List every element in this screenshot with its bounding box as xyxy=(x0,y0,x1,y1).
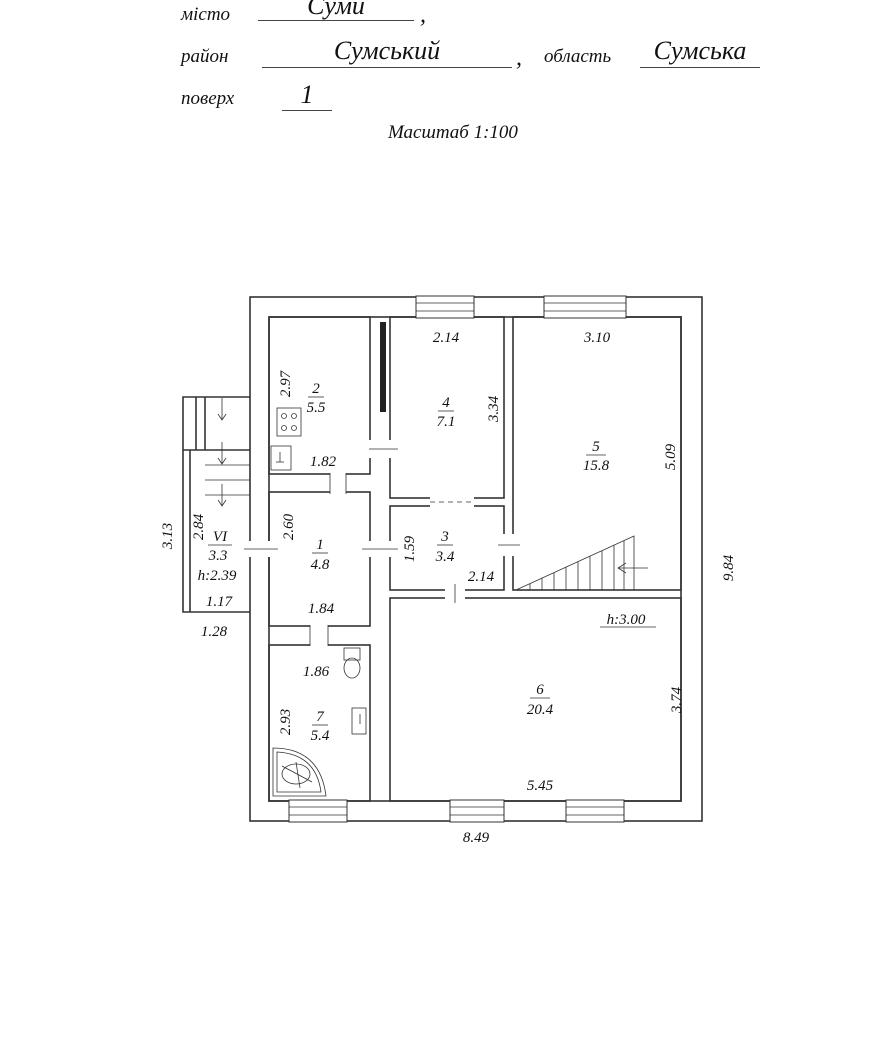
room-4-area: 7.1 xyxy=(437,414,456,430)
city-label: місто xyxy=(181,4,231,25)
floor-label: поверх xyxy=(181,88,235,109)
floor-underline xyxy=(282,110,332,111)
dim-r2-height: 2.97 xyxy=(278,369,294,397)
room-3-area: 3.4 xyxy=(435,549,455,565)
staircase xyxy=(515,535,635,591)
dim-r6-height: 3.74 xyxy=(669,686,685,714)
dim-r2-width: 1.82 xyxy=(310,454,337,470)
window-bottom-3 xyxy=(565,799,625,823)
room-1-area: 4.8 xyxy=(311,557,330,573)
window-top-1 xyxy=(415,295,475,319)
district-underline xyxy=(262,67,512,68)
district-value: Сумський xyxy=(333,36,441,65)
city-comma: , xyxy=(420,2,426,28)
scale-label: Масштаб 1:100 xyxy=(388,122,518,143)
region-underline xyxy=(640,67,760,68)
dim-r3-width: 2.14 xyxy=(468,569,495,585)
room-2-walls xyxy=(268,316,371,475)
room-6-area: 20.4 xyxy=(527,702,554,718)
room-1-number: 1 xyxy=(316,537,324,553)
floor-value: 1 xyxy=(300,80,314,109)
main-height: h:3.00 xyxy=(607,612,646,628)
window-bottom-2 xyxy=(449,799,505,823)
kitchen-sink xyxy=(270,445,292,471)
room-3-number: 3 xyxy=(440,529,449,545)
window-top-2 xyxy=(543,295,627,319)
porch-height: h:2.39 xyxy=(198,568,237,584)
bathtub xyxy=(272,747,327,797)
dim-porch-outer-height: 3.13 xyxy=(160,523,176,550)
porch-outline xyxy=(182,396,250,613)
dim-r5-width: 3.10 xyxy=(583,330,611,346)
stove xyxy=(276,407,302,437)
dim-vi-width: 1.17 xyxy=(206,594,234,610)
region-value: Сумська xyxy=(653,36,747,65)
partition-mark xyxy=(380,322,386,412)
dim-r3-height: 1.59 xyxy=(402,535,418,562)
region-label: область xyxy=(544,46,612,67)
room-5-area: 15.8 xyxy=(583,458,610,474)
room-4-number: 4 xyxy=(442,395,450,411)
dim-overall-height: 9.84 xyxy=(721,554,737,581)
city-value: Суми xyxy=(307,0,365,20)
dim-r6-width: 5.45 xyxy=(527,778,554,794)
toilet xyxy=(343,647,361,661)
city-underline xyxy=(258,20,414,21)
dim-porch-outer-width: 1.28 xyxy=(201,624,228,640)
room-2-area: 5.5 xyxy=(307,400,326,416)
bathroom-sink xyxy=(351,707,367,735)
room-7-area: 5.4 xyxy=(311,728,330,744)
dim-overall-width: 8.49 xyxy=(463,830,490,846)
dim-r4-width: 2.14 xyxy=(433,330,460,346)
district-comma: , xyxy=(516,45,522,71)
inner-wall-boundary xyxy=(268,316,682,802)
dim-vi-height: 2.84 xyxy=(191,513,207,540)
room-6-walls xyxy=(389,597,682,802)
room-2-number: 2 xyxy=(312,381,320,397)
dim-r7-width: 1.86 xyxy=(303,664,330,680)
dim-r5-height: 5.09 xyxy=(663,443,679,470)
district-label: район xyxy=(181,46,229,67)
room-7-number: 7 xyxy=(316,709,325,725)
dim-r1-width: 1.84 xyxy=(308,601,335,617)
dim-r7-height: 2.93 xyxy=(278,709,294,735)
room-5-number: 5 xyxy=(592,439,600,455)
room-vi-number: VI xyxy=(213,529,228,545)
dim-r4-height: 3.34 xyxy=(486,395,502,423)
window-bottom-1 xyxy=(288,799,348,823)
room-vi-area: 3.3 xyxy=(208,548,228,564)
dim-r1-height: 2.60 xyxy=(281,513,297,540)
room-6-number: 6 xyxy=(536,682,544,698)
